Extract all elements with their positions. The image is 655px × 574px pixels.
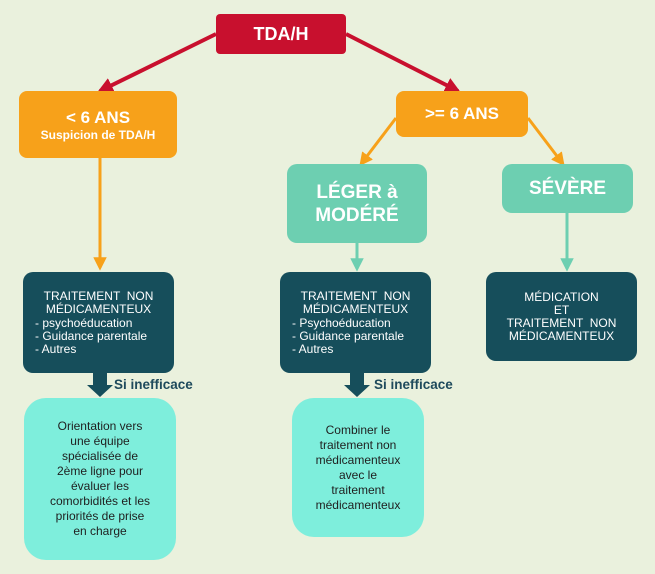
- arrow-over6-to-severe: [526, 117, 565, 167]
- treatment-mid-item: - Guidance parentale: [292, 328, 405, 343]
- treatment-left-list: - psychoéducation - Guidance parentale -…: [23, 315, 148, 356]
- mild-box: LÉGER à MODÉRÉ: [287, 164, 427, 243]
- treatment-left-line2: MÉDICAMENTEUX: [45, 301, 152, 316]
- over6-box: >= 6 ANS: [396, 91, 528, 137]
- treatment-left-box: TRAITEMENT NON MÉDICAMENTEUX - psychoédu…: [23, 272, 174, 373]
- treatment-mid-box: TRAITEMENT NON MÉDICAMENTEUX - Psychoédu…: [280, 272, 431, 373]
- treatment-right-line: TRAITEMENT NON: [506, 315, 617, 330]
- arrow-root-to-under6: [97, 32, 217, 93]
- arrow-root-to-over6: [345, 32, 461, 93]
- outcome-left-line: comorbidités et les: [49, 494, 151, 508]
- arrow-mid-ineffective: [344, 373, 370, 397]
- ineffective-mid-label: Si inefficace: [374, 377, 453, 392]
- outcome-mid-line: médicamenteux: [315, 452, 401, 467]
- outcome-mid-line: traitement non: [319, 437, 397, 452]
- outcome-mid-box: Combiner le traitement non médicamenteux…: [292, 398, 424, 537]
- severe-title: SÉVÈRE: [528, 178, 607, 199]
- arrow-left-ineffective: [87, 373, 113, 397]
- severe-box: SÉVÈRE: [502, 164, 633, 213]
- under6-title: < 6 ANS: [65, 107, 131, 127]
- outcome-left-line: priorités de prise: [55, 509, 145, 523]
- treatment-right-line: ET: [553, 302, 570, 317]
- root-title: TDA/H: [253, 23, 309, 44]
- outcome-left-line: évaluer les: [70, 479, 130, 493]
- mild-title-line1: LÉGER à: [316, 181, 398, 203]
- treatment-mid-item: - Autres: [292, 341, 334, 356]
- treatment-left-item: - Guidance parentale: [35, 328, 148, 343]
- root-box-tdah: TDA/H: [216, 14, 346, 54]
- outcome-mid-line: médicamenteux: [315, 497, 401, 512]
- treatment-left-line1: TRAITEMENT NON: [43, 288, 154, 303]
- under6-box: < 6 ANS Suspicion de TDA/H: [19, 91, 177, 158]
- mild-title-line2: MODÉRÉ: [315, 204, 399, 226]
- treatment-left-item: - Autres: [35, 341, 77, 356]
- outcome-left-line: Orientation vers: [57, 419, 143, 433]
- outcome-left-line: 2ème ligne pour: [56, 464, 144, 478]
- treatment-right-line: MÉDICAMENTEUX: [508, 328, 615, 343]
- treatment-mid-list: - Psychoéducation - Guidance parentale -…: [280, 315, 405, 356]
- outcome-left-line: en charge: [73, 524, 127, 538]
- outcome-mid-line: avec le: [338, 467, 378, 482]
- outcome-mid-line: Combiner le: [325, 422, 391, 437]
- treatment-right-line: MÉDICATION: [524, 289, 599, 304]
- treatment-mid-item: - Psychoéducation: [292, 315, 391, 330]
- over6-title: >= 6 ANS: [424, 104, 500, 123]
- treatment-mid-line1: TRAITEMENT NON: [300, 288, 411, 303]
- treatment-left-item: - psychoéducation: [35, 315, 133, 330]
- arrow-over6-to-mild: [359, 117, 398, 167]
- under6-subtitle: Suspicion de TDA/H: [40, 127, 156, 142]
- outcome-left-line: une équipe: [70, 434, 130, 448]
- outcome-mid-line: traitement: [331, 482, 385, 497]
- treatment-right-box: MÉDICATION ET TRAITEMENT NON MÉDICAMENTE…: [486, 272, 637, 361]
- treatment-mid-line2: MÉDICAMENTEUX: [302, 301, 409, 316]
- outcome-left-line: spécialisée de: [61, 449, 139, 463]
- outcome-left-box: Orientation vers une équipe spécialisée …: [24, 398, 176, 560]
- ineffective-left-label: Si inefficace: [114, 377, 193, 392]
